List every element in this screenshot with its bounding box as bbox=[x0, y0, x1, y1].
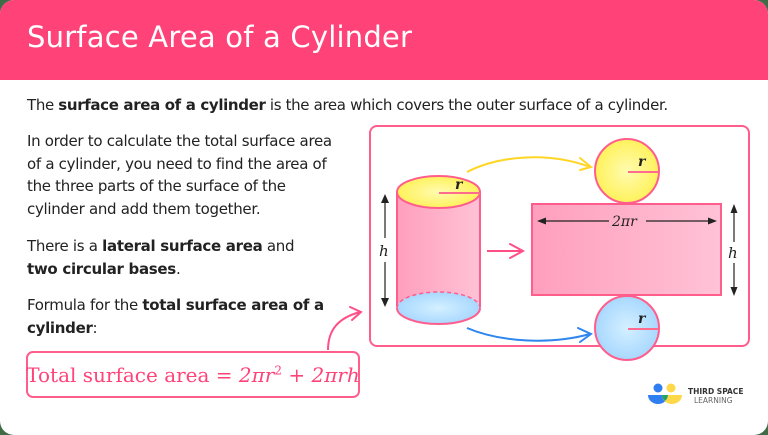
rectangle-width-label: 2πr bbox=[611, 214, 638, 230]
paragraph-method: In order to calculate the total surface … bbox=[27, 132, 332, 218]
bottom-base-circle: r bbox=[594, 295, 660, 361]
formula-box: Total surface area = 2πr2 + 2πrh bbox=[26, 351, 360, 398]
paragraph-formula-intro: Formula for the total surface area of a … bbox=[27, 294, 327, 339]
cylinder-height-arrow-icon: h bbox=[379, 194, 389, 307]
diagram-frame bbox=[369, 125, 750, 347]
intro-prefix: The bbox=[27, 96, 59, 114]
intro-suffix: is the area which covers the outer surfa… bbox=[265, 96, 668, 114]
rectangle-height-label: h bbox=[728, 244, 738, 262]
pink-straight-arrow-icon bbox=[487, 243, 526, 259]
formula-term2: 2πrh bbox=[311, 362, 360, 387]
formula-intro-suffix: : bbox=[92, 318, 98, 337]
yellow-curved-arrow-icon bbox=[466, 156, 594, 173]
formula-term1: 2πr bbox=[238, 362, 275, 387]
title-banner: Surface Area of a Cylinder bbox=[0, 0, 768, 80]
parts-suffix: . bbox=[175, 259, 181, 278]
top-circle-radius-label: r bbox=[638, 154, 647, 170]
top-base-circle: r bbox=[594, 138, 660, 204]
parts-prefix: There is a bbox=[27, 237, 103, 255]
parts-lateral: lateral surface area bbox=[102, 237, 263, 255]
formula-plus: + bbox=[282, 362, 312, 387]
page-title: Surface Area of a Cylinder bbox=[27, 20, 413, 54]
formula-intro-prefix: Formula for the bbox=[27, 296, 143, 314]
parts-middle: and bbox=[262, 237, 295, 255]
lateral-surface-rectangle: 2πr bbox=[531, 203, 722, 296]
formula-equals: = bbox=[209, 362, 239, 387]
paragraph-parts: There is a lateral surface area and two … bbox=[27, 235, 347, 280]
logo-line2: LEARNING bbox=[694, 396, 733, 405]
formula-exponent: 2 bbox=[274, 362, 282, 377]
pink-curved-arrow-icon bbox=[327, 306, 363, 351]
logo-text: THIRD SPACE LEARNING bbox=[688, 387, 743, 405]
bottom-circle-radius-label: r bbox=[638, 311, 647, 327]
formula: Total surface area = 2πr2 + 2πrh bbox=[26, 363, 360, 387]
intro-text: The surface area of a cylinder is the ar… bbox=[27, 96, 668, 114]
third-space-learning-logo-icon bbox=[648, 383, 682, 404]
blue-curved-arrow-icon bbox=[466, 327, 593, 343]
formula-intro-bold: total surface area of a cylinder bbox=[27, 296, 324, 337]
cylinder-shape: r bbox=[396, 175, 481, 325]
intro-bold: surface area of a cylinder bbox=[58, 96, 266, 114]
formula-label: Total surface area bbox=[26, 362, 210, 387]
parts-bases: two circular bases bbox=[27, 259, 176, 278]
cylinder-height-label: h bbox=[379, 242, 389, 260]
cylinder-radius-label: r bbox=[455, 177, 464, 193]
rectangle-height-arrow-icon: h bbox=[728, 204, 738, 296]
logo-line1: THIRD SPACE bbox=[688, 387, 744, 396]
